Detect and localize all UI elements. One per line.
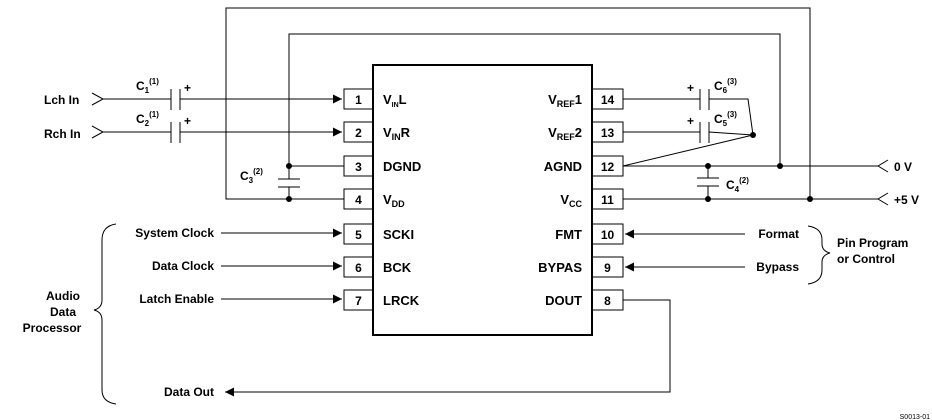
plus-c2: + [184, 114, 191, 128]
pin-name-lrck: LRCK [383, 293, 420, 308]
pin-box-2 [343, 121, 374, 143]
label-zero-v: 0 V [894, 160, 912, 174]
label-latch-enable: Latch Enable [139, 292, 214, 306]
pin-name-vcc: VCC [560, 192, 582, 209]
pin-name-agnd: AGND [544, 159, 582, 174]
wire-c6-out [709, 98, 754, 136]
pin-box-9 [591, 256, 624, 278]
figure-id: S0013-01 [900, 414, 930, 420]
pin-name-fmt: FMT [555, 227, 582, 242]
pin-num-4: 4 [355, 193, 362, 207]
pin-num-1: 1 [355, 93, 362, 107]
label-c2: C2(1) [136, 110, 159, 128]
pin-box-10 [591, 223, 624, 245]
zero-v-chevron [877, 159, 889, 173]
pin-num-10: 10 [601, 228, 615, 242]
pin-name-vref1: VREF1 [548, 92, 582, 109]
pin-num-3: 3 [355, 160, 362, 174]
lch-in-chevron [91, 92, 105, 106]
label-audio: Audio [46, 289, 80, 303]
pin-name-vdd: VDD [383, 192, 405, 209]
pin-name-vinr: VINR [383, 125, 411, 142]
pin-num-9: 9 [604, 261, 611, 275]
plus5v-chevron [877, 192, 889, 206]
label-format: Format [758, 227, 799, 241]
pin-name-vinl: VINL [383, 92, 407, 109]
pin-num-11: 11 [601, 193, 614, 207]
wire-vdd-loop [225, 7, 811, 200]
label-rch-in: Rch In [44, 127, 81, 141]
pin-num-6: 6 [355, 261, 362, 275]
pin-box-1 [343, 88, 374, 110]
label-system-clock: System Clock [135, 226, 214, 240]
pin-name-vref2: VREF2 [548, 125, 582, 142]
wire-vref-to-agnd [622, 134, 754, 167]
label-pin-program: Pin Program [837, 236, 908, 250]
pin-box-7 [343, 289, 374, 311]
pin-num-2: 2 [355, 126, 362, 140]
pin-name-bck: BCK [383, 260, 412, 275]
pin-num-13: 13 [601, 126, 615, 140]
junction-vcc [705, 196, 711, 202]
label-bypass: Bypass [756, 260, 799, 274]
rch-in-chevron [91, 125, 105, 139]
pin-name-dgnd: DGND [383, 159, 421, 174]
label-or-control: or Control [837, 252, 895, 266]
label-c3: C3(2) [240, 167, 263, 185]
wire-dgnd-loop [288, 33, 781, 167]
pin-num-7: 7 [355, 294, 362, 308]
label-data-out: Data Out [164, 385, 214, 399]
wire-c5-out [708, 131, 754, 136]
right-brace [807, 225, 831, 285]
junction-vdd [286, 196, 292, 202]
pin-num-14: 14 [601, 93, 615, 107]
label-lch-in: Lch In [44, 93, 79, 107]
pin-box-5 [343, 223, 374, 245]
label-c6: C6(3) [714, 77, 737, 95]
pin-name-dout: DOUT [545, 293, 582, 308]
junction-0v [777, 163, 783, 169]
label-data: Data [50, 305, 76, 319]
pin-box-6 [343, 256, 374, 278]
junction-5v [807, 196, 813, 202]
label-data-clock: Data Clock [152, 259, 214, 273]
pin-num-12: 12 [601, 160, 615, 174]
plus-c6: + [687, 81, 694, 95]
plus-c1: + [184, 81, 191, 95]
pin-name-scki: SCKI [383, 227, 414, 242]
left-brace [93, 223, 117, 405]
wire-dout [225, 299, 671, 397]
pin-num-8: 8 [604, 294, 611, 308]
plus-c5: + [687, 114, 694, 128]
label-plus-5v: +5 V [894, 193, 919, 207]
pin-num-5: 5 [355, 228, 362, 242]
pin-name-bypas: BYPAS [538, 260, 582, 275]
label-c1: C1(1) [136, 77, 159, 95]
label-c4: C4(2) [726, 176, 749, 194]
label-c5: C5(3) [714, 110, 737, 128]
label-processor: Processor [23, 321, 82, 335]
